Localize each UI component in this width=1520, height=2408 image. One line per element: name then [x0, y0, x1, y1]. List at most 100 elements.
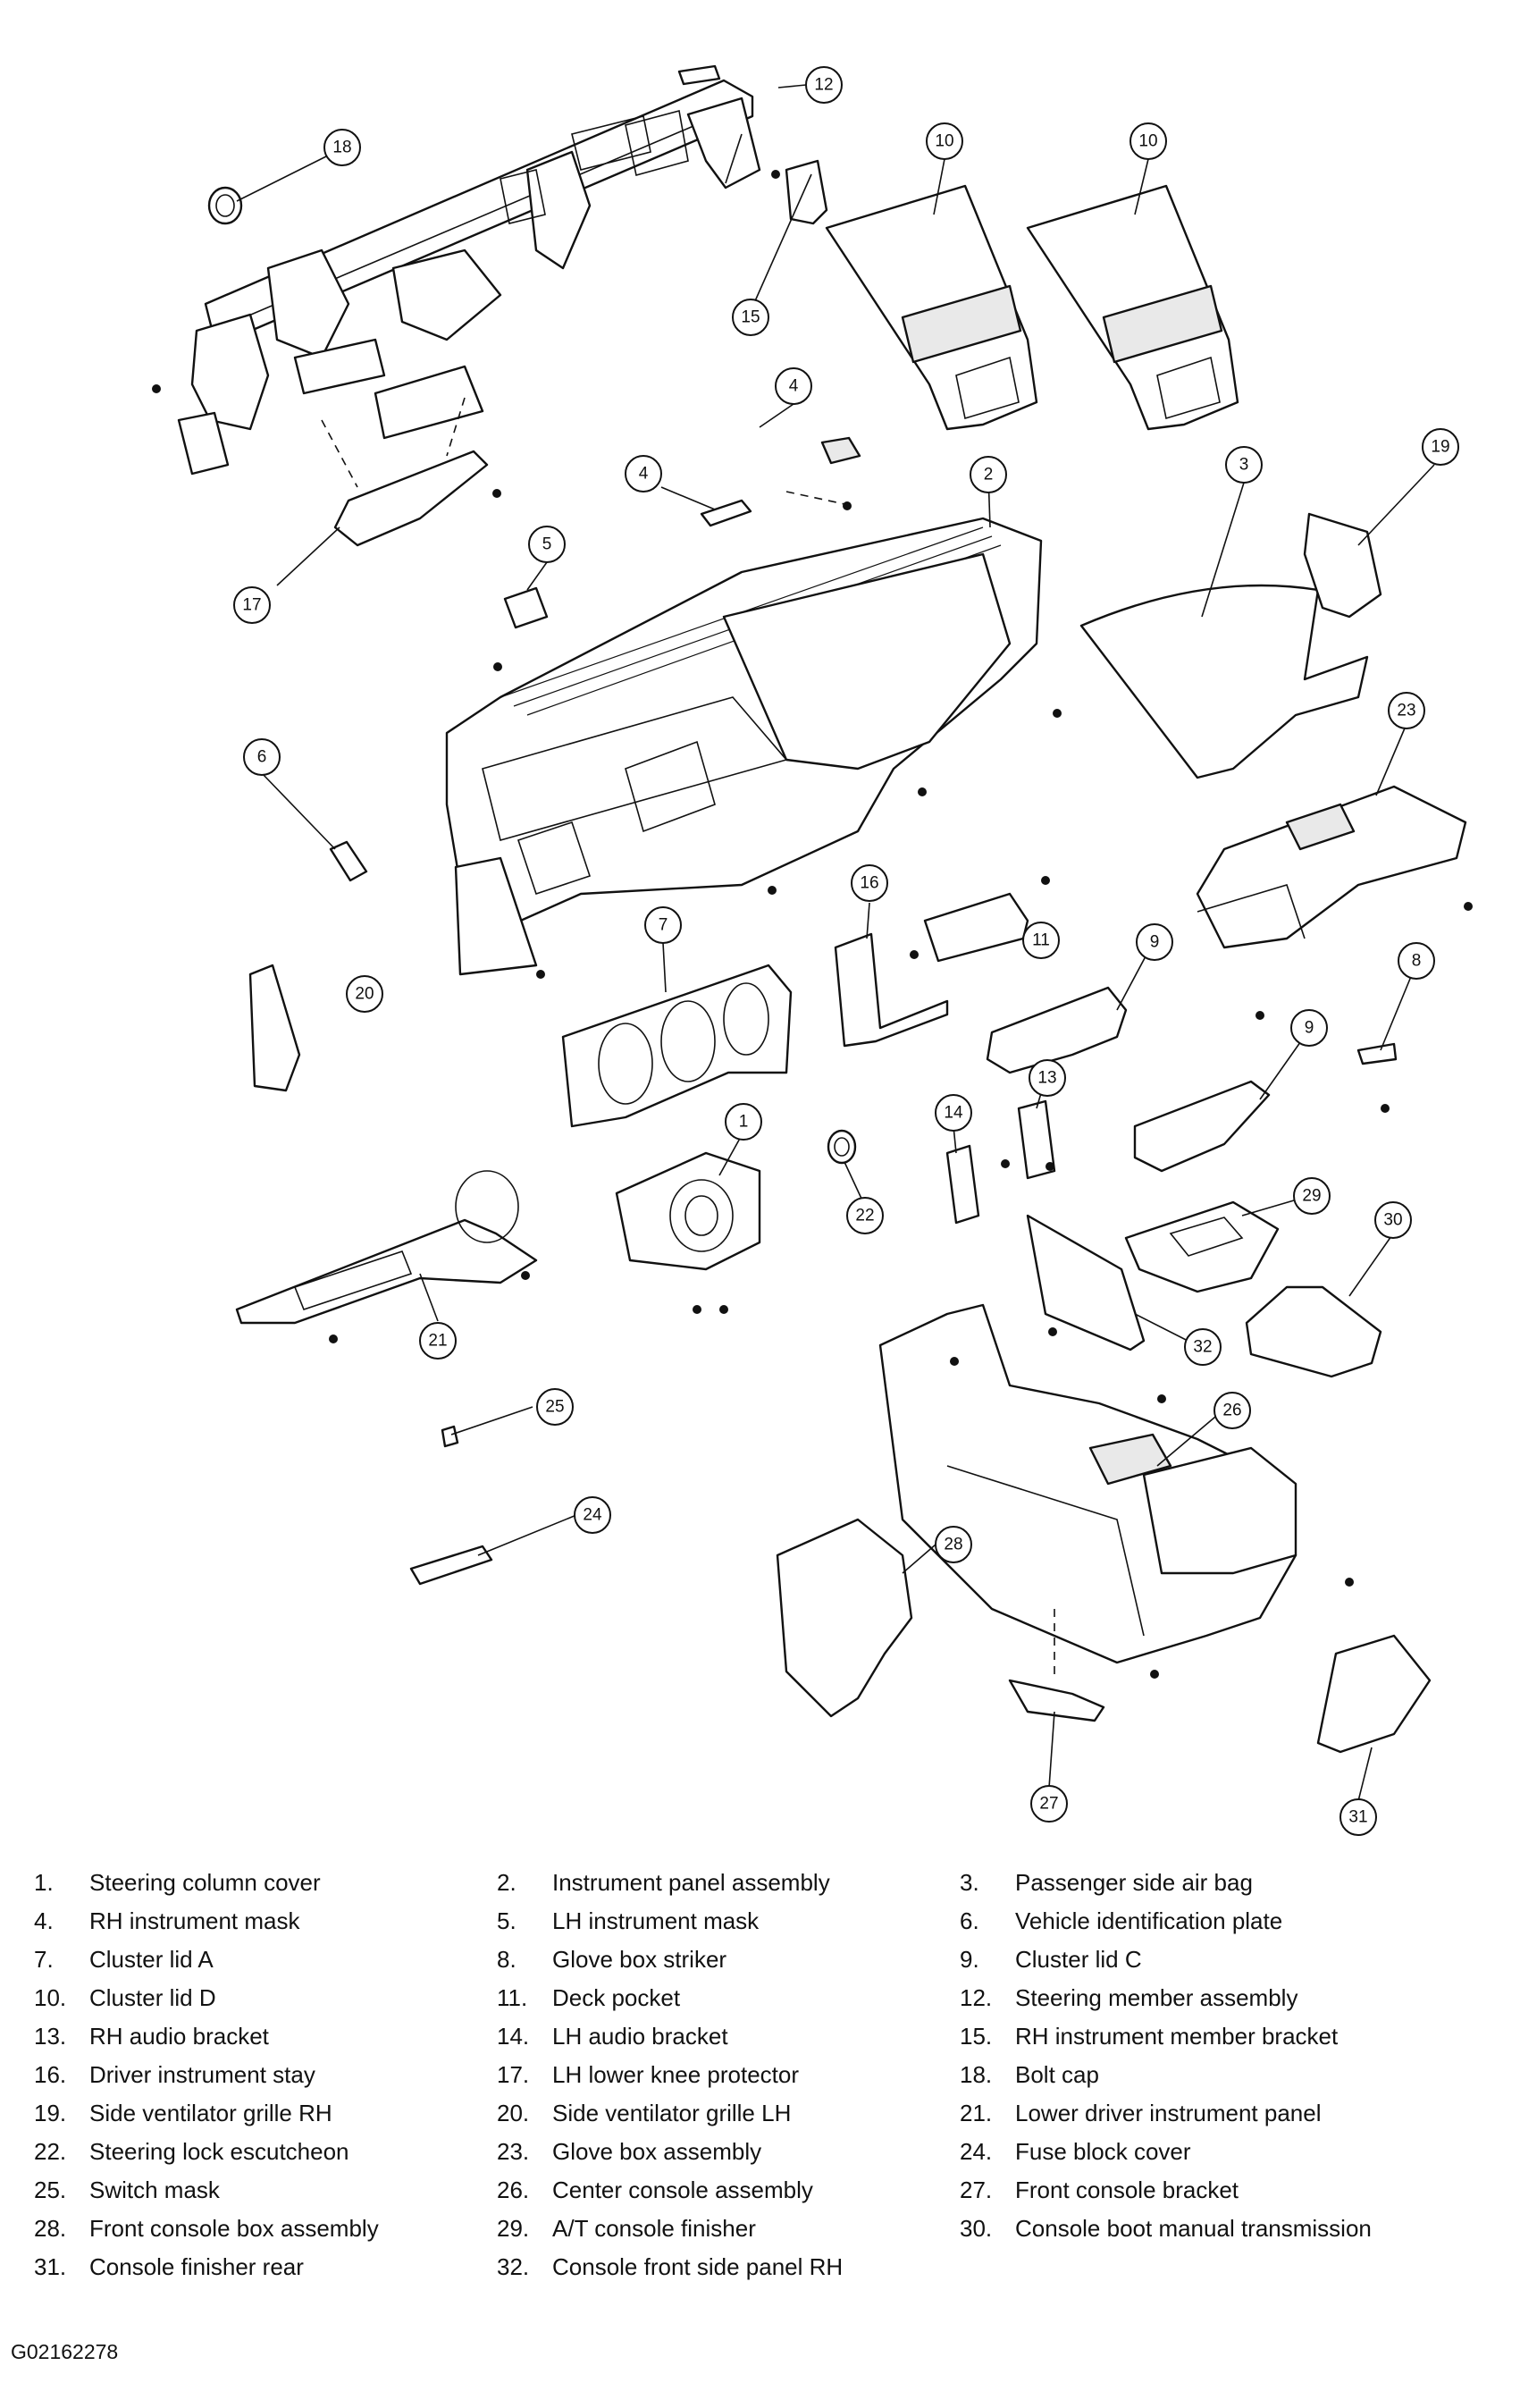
svg-text:25: 25 — [545, 1398, 564, 1417]
callout-13: 13 — [1029, 1059, 1066, 1097]
part-rh-instrument-member-bracket — [785, 159, 828, 225]
legend-item-2: 2.Instrument panel assembly — [497, 1869, 830, 1896]
part-front-console-box-assembly — [776, 1518, 913, 1718]
svg-text:20: 20 — [355, 985, 374, 1004]
legend-item-17: 17.LH lower knee protector — [497, 2061, 800, 2088]
part-glove-box-striker — [1356, 1042, 1398, 1065]
callout-21: 21 — [419, 1322, 457, 1360]
part-vehicle-identification-plate — [329, 840, 368, 882]
svg-text:14: 14 — [944, 1104, 963, 1123]
legend-item-10: 10.Cluster lid D — [34, 1984, 216, 2011]
legend-item-29: 29.A/T console finisher — [497, 2215, 756, 2242]
svg-text:5: 5 — [542, 535, 552, 554]
part-lower-driver-instrument-panel — [235, 1170, 538, 1325]
callout-2: 2 — [970, 456, 1007, 493]
legend-item-11: 11.Deck pocket — [497, 1984, 681, 2011]
svg-text:4: 4 — [639, 465, 649, 484]
part-console-boot-manual-transmission — [1245, 1285, 1382, 1378]
part-steering-column-cover — [615, 1151, 761, 1271]
callout-16: 16 — [851, 864, 888, 902]
svg-text:6: 6 — [257, 748, 267, 767]
callout-30: 30 — [1374, 1201, 1412, 1239]
callout-4-lower: 4 — [625, 455, 662, 493]
legend-item-7: 7.Cluster lid A — [34, 1946, 214, 1973]
legend-item-21: 21.Lower driver instrument panel — [960, 2100, 1322, 2126]
legend-item-30: 30.Console boot manual transmission — [960, 2215, 1372, 2242]
callout-19: 19 — [1422, 428, 1459, 466]
svg-text:9: 9 — [1150, 933, 1160, 952]
part-at-console-finisher — [1124, 1200, 1280, 1293]
legend-item-18: 18.Bolt cap — [960, 2061, 1099, 2088]
part-lh-audio-bracket — [945, 1144, 980, 1225]
svg-text:10: 10 — [1138, 132, 1157, 151]
legend-item-16: 16.Driver instrument stay — [34, 2061, 315, 2088]
part-steering-member-assembly — [177, 64, 761, 476]
callout-23: 23 — [1388, 692, 1425, 729]
callout-15: 15 — [732, 299, 769, 336]
svg-text:16: 16 — [860, 874, 878, 893]
legend-item-9: 9.Cluster lid C — [960, 1946, 1142, 1973]
part-side-ventilator-grille-lh — [248, 964, 301, 1092]
part-fuse-block-cover — [409, 1545, 493, 1586]
part-lh-instrument-mask — [700, 499, 752, 527]
callout-20: 20 — [346, 975, 383, 1013]
part-steering-lock-escutcheon — [827, 1129, 857, 1165]
legend-grid: 1.Steering column cover 2.Instrument pan… — [34, 1864, 1482, 2286]
callout-12: 12 — [805, 66, 843, 104]
svg-text:1: 1 — [739, 1113, 749, 1132]
part-instrument-panel-assembly — [445, 517, 1043, 976]
callout-4-upper: 4 — [775, 367, 812, 405]
svg-text:12: 12 — [814, 76, 833, 95]
svg-text:29: 29 — [1302, 1187, 1321, 1206]
part-rh-audio-bracket — [1017, 1099, 1056, 1180]
exploded-parts-diagram: 12 18 10 10 15 4 4 2 3 19 5 17 23 6 16 1… — [152, 64, 1473, 1836]
legend-item-31: 31.Console finisher rear — [34, 2253, 304, 2280]
svg-text:19: 19 — [1431, 438, 1449, 457]
svg-text:9: 9 — [1305, 1019, 1314, 1038]
callout-9-lower: 9 — [1290, 1009, 1328, 1047]
svg-text:18: 18 — [332, 139, 351, 157]
figure-code: G02162278 — [11, 2340, 119, 2363]
svg-text:32: 32 — [1193, 1338, 1212, 1357]
callout-8: 8 — [1398, 942, 1435, 980]
legend-item-27: 27.Front console bracket — [960, 2176, 1239, 2203]
legend-item-24: 24.Fuse block cover — [960, 2138, 1191, 2165]
part-driver-instrument-stay — [834, 932, 949, 1048]
svg-text:21: 21 — [428, 1332, 447, 1351]
legend-item-19: 19.Side ventilator grille RH — [34, 2100, 332, 2126]
part-deck-pocket — [923, 892, 1029, 963]
part-cluster-lid-c-lower — [1133, 1080, 1271, 1173]
callout-9-upper: 9 — [1136, 923, 1173, 961]
bolts — [152, 170, 1473, 1679]
callout-31: 31 — [1339, 1798, 1377, 1836]
part-center-console-assembly — [878, 1303, 1297, 1664]
svg-text:4: 4 — [789, 377, 799, 396]
legend-item-3: 3.Passenger side air bag — [960, 1869, 1253, 1896]
svg-text:27: 27 — [1039, 1795, 1058, 1814]
part-rh-instrument-mask — [820, 436, 861, 465]
svg-text:7: 7 — [659, 916, 668, 935]
svg-text:31: 31 — [1348, 1808, 1367, 1827]
svg-text:24: 24 — [583, 1506, 602, 1525]
part-cluster-lid-d-right — [1026, 184, 1239, 431]
legend-item-22: 22.Steering lock escutcheon — [34, 2138, 349, 2165]
callout-28: 28 — [935, 1526, 972, 1563]
svg-text:17: 17 — [242, 596, 261, 615]
svg-text:28: 28 — [944, 1536, 962, 1554]
legend-item-4: 4.RH instrument mask — [34, 1907, 300, 1934]
callout-22: 22 — [846, 1197, 884, 1234]
part-cluster-lid-c-upper — [986, 986, 1128, 1074]
part-passenger-side-air-bag — [1079, 584, 1369, 779]
legend-item-25: 25.Switch mask — [34, 2176, 220, 2203]
callout-5: 5 — [528, 526, 566, 563]
callout-32: 32 — [1184, 1328, 1222, 1366]
callout-7: 7 — [644, 906, 682, 944]
legend-item-14: 14.LH audio bracket — [497, 2023, 728, 2050]
callout-18: 18 — [323, 129, 361, 166]
legend-item-15: 15.RH instrument member bracket — [960, 2023, 1339, 2050]
part-switch-mask — [441, 1425, 459, 1448]
callout-10-right: 10 — [1130, 122, 1167, 160]
parts-legend: 1.Steering column cover 2.Instrument pan… — [34, 1864, 1482, 2286]
part-cluster-lid-d-left — [825, 184, 1038, 431]
part-glove-box-assembly — [1196, 785, 1467, 949]
